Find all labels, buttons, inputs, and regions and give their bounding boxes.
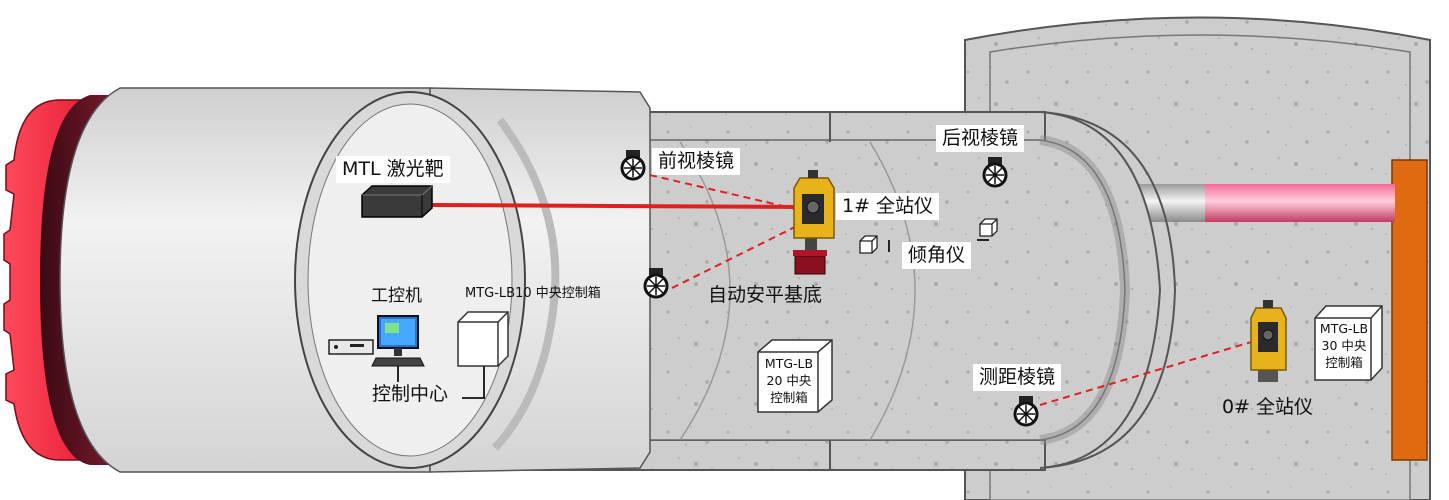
- prism-icon: [982, 157, 1008, 188]
- prism-icon: [643, 268, 669, 299]
- rear-prism-label: 后视棱镜: [936, 125, 1025, 152]
- computer-icon: [328, 315, 425, 367]
- control-box-lb20-label: MTG-LB 20 中央 控制箱: [764, 356, 814, 405]
- control-box-lb30-label: MTG-LB 30 中央 控制箱: [1319, 321, 1369, 370]
- control-center-label: 控制中心: [372, 383, 449, 405]
- control-box-lb10-label: MTG-LB10 中央控制箱: [465, 286, 601, 301]
- total-station-icon: [793, 170, 835, 275]
- reaction-frame: [1391, 159, 1428, 461]
- inclinometer-label: 倾角仪: [902, 242, 972, 269]
- sight-lines: [649, 174, 1259, 406]
- control-box-icon: [757, 339, 833, 413]
- laser-beam: [431, 203, 801, 209]
- shield-machine: [3, 87, 651, 473]
- control-box-icon: [457, 311, 509, 367]
- auto-base-label: 自动安平基底: [708, 284, 823, 306]
- prism-icon: [620, 150, 646, 181]
- inclinometer-icon: [979, 218, 998, 237]
- mtl-target-label: MTL 激光靶: [336, 156, 450, 183]
- inclinometer-icon: [859, 235, 878, 254]
- front-prism-label: 前视棱镜: [652, 148, 741, 175]
- prism-icon: [1013, 396, 1039, 427]
- ipc-label: 工控机: [371, 286, 422, 306]
- control-box-icon: [1314, 305, 1383, 381]
- pipe-rod: [1118, 182, 1395, 224]
- ranging-prism-label: 测距棱镜: [973, 364, 1062, 391]
- connector-lines: [397, 239, 989, 399]
- total-station-1-label: 1# 全站仪: [836, 193, 940, 220]
- total-station-icon: [1250, 300, 1287, 382]
- total-station-0-label: 0# 全站仪: [1222, 396, 1314, 418]
- laser-target-icon: [361, 185, 433, 218]
